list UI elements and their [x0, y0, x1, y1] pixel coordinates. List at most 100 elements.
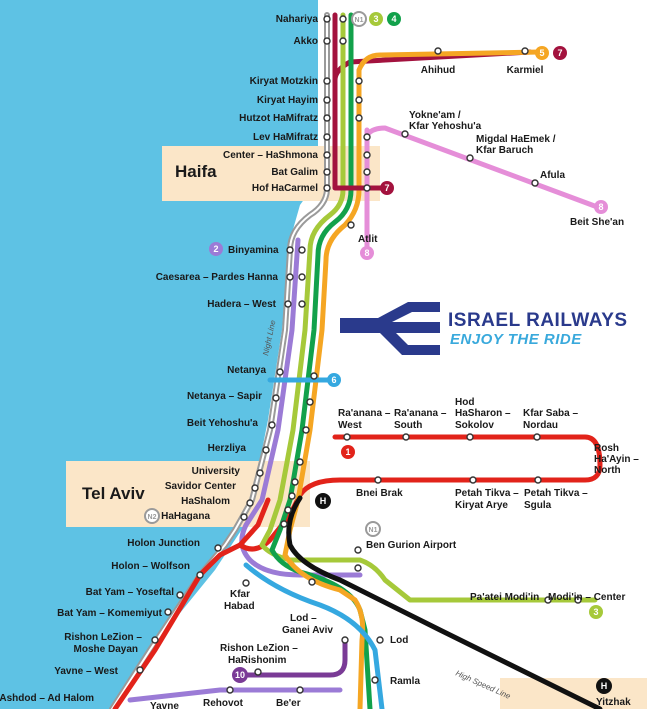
label-pt-sgula-2: Sgula — [524, 500, 552, 511]
label-rosh-3: North — [594, 465, 621, 476]
station-markers — [136, 15, 582, 694]
badge-3-modiin[interactable] — [589, 605, 603, 619]
label-karmiel: Karmiel — [507, 65, 544, 76]
label-rishon-moshe-2: Moshe Dayan — [74, 644, 138, 655]
svg-text:7: 7 — [384, 183, 389, 193]
badge-2[interactable] — [209, 242, 223, 256]
label-yokneam-2: Kfar Yehoshu'a — [409, 121, 482, 132]
label-migdal: Migdal HaEmek / — [476, 134, 556, 145]
label-lod: Lod — [390, 635, 408, 646]
svg-text:6: 6 — [331, 375, 336, 385]
svg-text:H: H — [601, 681, 608, 691]
label-lod-ganei-2: Ganei Aviv — [282, 625, 333, 636]
line-10 — [237, 637, 348, 678]
label-ashdod: Ashdod – Ad Halom — [0, 693, 94, 704]
badge-n1-airport[interactable] — [365, 521, 381, 537]
label-raanana-south: Ra'anana – — [394, 408, 447, 419]
label-hod-3: Sokolov — [455, 420, 494, 431]
label-rishon-harishonim-2: HaRishonim — [228, 655, 286, 666]
label-savidor: Savidor Center — [165, 481, 236, 492]
badge-h-yitzhak[interactable] — [596, 678, 612, 694]
label-netanya-sapir: Netanya – Sapir — [187, 391, 262, 402]
label-holon-wolfson: Holon – Wolfson — [111, 561, 190, 572]
label-hod-2: HaSharon – — [455, 408, 511, 419]
label-kfar-habad-2: Habad — [224, 601, 255, 612]
label-ramla: Ramla — [390, 676, 420, 687]
svg-text:5: 5 — [539, 48, 544, 58]
label-bat-yam-komemiyut: Bat Yam – Komemiyut — [57, 608, 163, 619]
label-atlit: Atlit — [358, 234, 378, 245]
label-pt-kiryat: Petah Tikva – — [455, 488, 519, 499]
svg-text:4: 4 — [391, 14, 396, 24]
badge-6[interactable] — [327, 373, 341, 387]
label-kfar-saba: Kfar Saba – — [523, 408, 578, 419]
label-lev: Lev HaMifratz — [253, 132, 318, 143]
label-pt-kiryat-2: Kiryat Arye — [455, 500, 508, 511]
badge-h-tlv[interactable] — [315, 493, 331, 509]
svg-text:7: 7 — [557, 48, 562, 58]
svg-text:3: 3 — [593, 607, 598, 617]
label-modiin-center: Modi'in – Center — [548, 592, 625, 603]
svg-text:H: H — [320, 496, 327, 506]
label-rosh-2: Ha'Ayin – — [594, 454, 639, 465]
label-holon-junction: Holon Junction — [127, 538, 200, 549]
label-kfar-saba-2: Nordau — [523, 420, 558, 431]
badge-10[interactable] — [232, 667, 248, 683]
label-bat-yam-yoseftal: Bat Yam – Yoseftal — [86, 587, 175, 598]
label-university: University — [192, 466, 241, 477]
label-akko: Akko — [294, 36, 318, 47]
brand-tagline: ENJOY THE RIDE — [450, 331, 582, 348]
label-rosh: Rosh — [594, 443, 619, 454]
label-bat-galim: Bat Galim — [271, 167, 318, 178]
city-tel-aviv: Tel Aviv — [82, 484, 145, 503]
badge-8-atlit[interactable] — [360, 246, 374, 260]
label-paatei-modiin: Pa'atei Modi'in — [470, 592, 539, 603]
label-bnei-brak: Bnei Brak — [356, 488, 403, 499]
label-raanana-south-2: South — [394, 420, 422, 431]
label-hof-hacarmel: Hof HaCarmel — [252, 183, 318, 194]
label-hashalom: HaShalom — [181, 496, 230, 507]
israel-railways-logo: ISRAEL RAILWAYS ENJOY THE RIDE — [340, 302, 628, 355]
label-ahihud: Ahihud — [421, 65, 455, 76]
label-yitzhak: Yitzhak — [596, 697, 631, 708]
svg-text:2: 2 — [213, 244, 218, 254]
label-raanana-west-2: West — [338, 420, 362, 431]
badge-n2[interactable] — [144, 508, 160, 524]
label-nahariya: Nahariya — [276, 14, 319, 25]
label-center-hashmona: Center – HaShmona — [223, 150, 318, 161]
badge-1[interactable] — [341, 445, 355, 459]
line-3 — [259, 12, 598, 603]
label-hod: Hod — [455, 397, 474, 408]
label-pt-sgula: Petah Tikva – — [524, 488, 588, 499]
line-badges: N1 3 4 5 7 7 8 8 2 6 1 H N2 N1 3 10 H — [144, 11, 612, 694]
brand-title: ISRAEL RAILWAYS — [448, 310, 628, 331]
badge-n1-top[interactable] — [351, 11, 367, 27]
label-herzliya: Herzliya — [208, 443, 247, 454]
label-ben-gurion: Ben Gurion Airport — [366, 540, 457, 551]
label-kiryat-hayim: Kiryat Hayim — [257, 95, 318, 106]
badge-7-top[interactable] — [553, 46, 567, 60]
badge-8-east[interactable] — [594, 200, 608, 214]
label-lod-ganei: Lod – — [290, 613, 317, 624]
label-yokneam: Yokne'am / — [409, 110, 461, 121]
badge-4-top[interactable] — [387, 12, 401, 26]
label-hutzot: Hutzot HaMifratz — [239, 113, 318, 124]
badge-5[interactable] — [535, 46, 549, 60]
label-kfar-habad: Kfar — [230, 589, 250, 600]
label-yavne-west: Yavne – West — [54, 666, 118, 677]
badge-3-top[interactable] — [369, 12, 383, 26]
label-yavne: Yavne — [150, 701, 179, 709]
badge-7-haifa[interactable] — [380, 181, 394, 195]
svg-text:N2: N2 — [148, 514, 157, 521]
line-2 — [239, 237, 363, 578]
line-4 — [269, 12, 373, 709]
label-binyamina: Binyamina — [228, 245, 279, 256]
label-beit-yehoshua: Beit Yehoshu'a — [187, 418, 259, 429]
label-rishon-moshe: Rishon LeZion – — [64, 632, 142, 643]
svg-text:3: 3 — [373, 14, 378, 24]
svg-text:N1: N1 — [355, 17, 364, 24]
label-rehovot: Rehovot — [203, 698, 244, 709]
label-beer: Be'er — [276, 698, 301, 709]
label-caesarea: Caesarea – Pardes Hanna — [156, 272, 279, 283]
